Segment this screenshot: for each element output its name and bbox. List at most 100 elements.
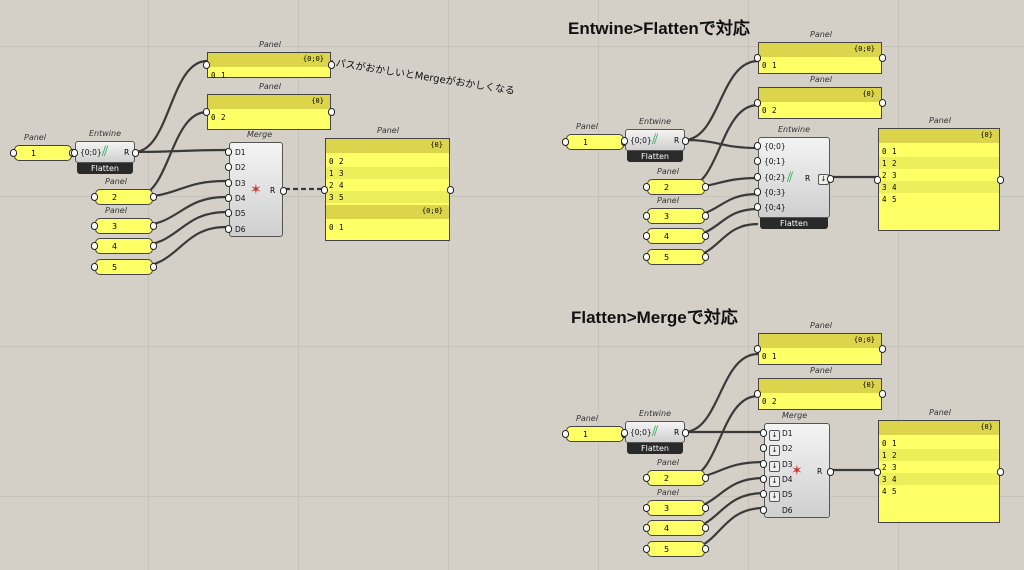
- input-pin[interactable]: [225, 209, 232, 218]
- output-pin[interactable]: [150, 263, 157, 271]
- output-pin[interactable]: [879, 54, 886, 62]
- input-pin[interactable]: [10, 149, 17, 157]
- number-panel[interactable]: 4: [647, 228, 705, 244]
- input-pin[interactable]: [562, 138, 569, 146]
- input-pin[interactable]: [643, 545, 650, 553]
- output-pin[interactable]: [150, 242, 157, 250]
- input-pin[interactable]: [225, 224, 232, 233]
- input-pin[interactable]: [874, 467, 881, 476]
- output-pin[interactable]: [879, 390, 886, 398]
- entwine-component[interactable]: {0;0}⫽R: [625, 421, 685, 443]
- output-pin[interactable]: [447, 186, 454, 194]
- number-panel[interactable]: 5: [647, 541, 705, 557]
- output-pin[interactable]: [702, 504, 709, 512]
- number-panel[interactable]: 4: [647, 520, 705, 536]
- input-pin[interactable]: [760, 459, 767, 468]
- input-pin[interactable]: [321, 186, 328, 194]
- output-pin[interactable]: [702, 183, 709, 191]
- output-pin[interactable]: [702, 253, 709, 261]
- number-panel[interactable]: 3: [95, 218, 153, 234]
- input-pin[interactable]: [754, 203, 761, 212]
- input-pin[interactable]: [91, 193, 98, 201]
- input-pin[interactable]: [643, 232, 650, 240]
- output-pin[interactable]: [682, 137, 689, 145]
- input-pin[interactable]: [760, 444, 767, 453]
- input-pin[interactable]: [621, 137, 628, 145]
- output-pin[interactable]: [328, 61, 335, 69]
- number-panel[interactable]: 1: [566, 134, 624, 150]
- input-pin[interactable]: [754, 54, 761, 62]
- output-pin[interactable]: [682, 429, 689, 437]
- input-pin[interactable]: [643, 474, 650, 482]
- input-pin[interactable]: [760, 505, 767, 514]
- input-pin[interactable]: [203, 61, 210, 69]
- input-pin[interactable]: [225, 163, 232, 172]
- input-pin[interactable]: [754, 172, 761, 181]
- input-pin[interactable]: [91, 222, 98, 230]
- number-panel[interactable]: 3: [647, 208, 705, 224]
- output-pin[interactable]: [702, 474, 709, 482]
- output-pin[interactable]: [702, 232, 709, 240]
- input-pin[interactable]: [643, 504, 650, 512]
- number-panel[interactable]: 1: [566, 426, 624, 442]
- output-pin[interactable]: [827, 174, 834, 183]
- input-pin[interactable]: [754, 345, 761, 353]
- input-pin[interactable]: [754, 390, 761, 398]
- input-pin[interactable]: [643, 212, 650, 220]
- output-pin[interactable]: [827, 467, 834, 476]
- input-pin[interactable]: [643, 253, 650, 261]
- output-pin[interactable]: [879, 345, 886, 353]
- input-pin[interactable]: [760, 474, 767, 483]
- input-pin[interactable]: [754, 99, 761, 107]
- input-pin[interactable]: [91, 242, 98, 250]
- output-pin[interactable]: [328, 108, 335, 116]
- input-pin[interactable]: [754, 142, 761, 150]
- input-pin[interactable]: [760, 490, 767, 499]
- number-panel[interactable]: 4: [95, 238, 153, 254]
- input-pin[interactable]: [562, 430, 569, 438]
- input-pin[interactable]: [225, 148, 232, 156]
- input-pin[interactable]: [874, 175, 881, 184]
- input-pin[interactable]: [643, 524, 650, 532]
- output-pin[interactable]: [280, 186, 287, 195]
- number-panel[interactable]: 5: [647, 249, 705, 265]
- entwine-component[interactable]: {0;0}⫽R: [75, 141, 135, 163]
- output-pin[interactable]: [879, 99, 886, 107]
- entwine-component[interactable]: {0;0}⫽R: [625, 129, 685, 151]
- number-panel[interactable]: 3: [647, 500, 705, 516]
- input-pin[interactable]: [225, 193, 232, 202]
- input-pin[interactable]: [754, 157, 761, 166]
- output-pin[interactable]: [702, 212, 709, 220]
- input-pin[interactable]: [621, 429, 628, 437]
- input-pin[interactable]: [225, 178, 232, 187]
- input-pin[interactable]: [71, 149, 78, 157]
- output-pin[interactable]: [150, 193, 157, 201]
- output-pin[interactable]: [997, 175, 1004, 184]
- number-panel[interactable]: 2: [95, 189, 153, 205]
- entwine-component[interactable]: {0;0}{0;1}{0;2}{0;3}{0;4}⫽R↓: [758, 137, 830, 218]
- number-panel[interactable]: 5: [95, 259, 153, 275]
- output-pin[interactable]: [132, 149, 139, 157]
- output-pin[interactable]: [702, 524, 709, 532]
- input-pin[interactable]: [91, 263, 98, 271]
- number-panel[interactable]: 2: [647, 470, 705, 486]
- output-pin[interactable]: [997, 467, 1004, 476]
- input-pin[interactable]: [754, 187, 761, 196]
- input-pin[interactable]: [760, 429, 767, 437]
- input-pin[interactable]: [203, 108, 210, 116]
- input-pin[interactable]: [643, 183, 650, 191]
- output-pin[interactable]: [150, 222, 157, 230]
- number-panel[interactable]: 1: [14, 145, 72, 161]
- output-pin[interactable]: [702, 545, 709, 553]
